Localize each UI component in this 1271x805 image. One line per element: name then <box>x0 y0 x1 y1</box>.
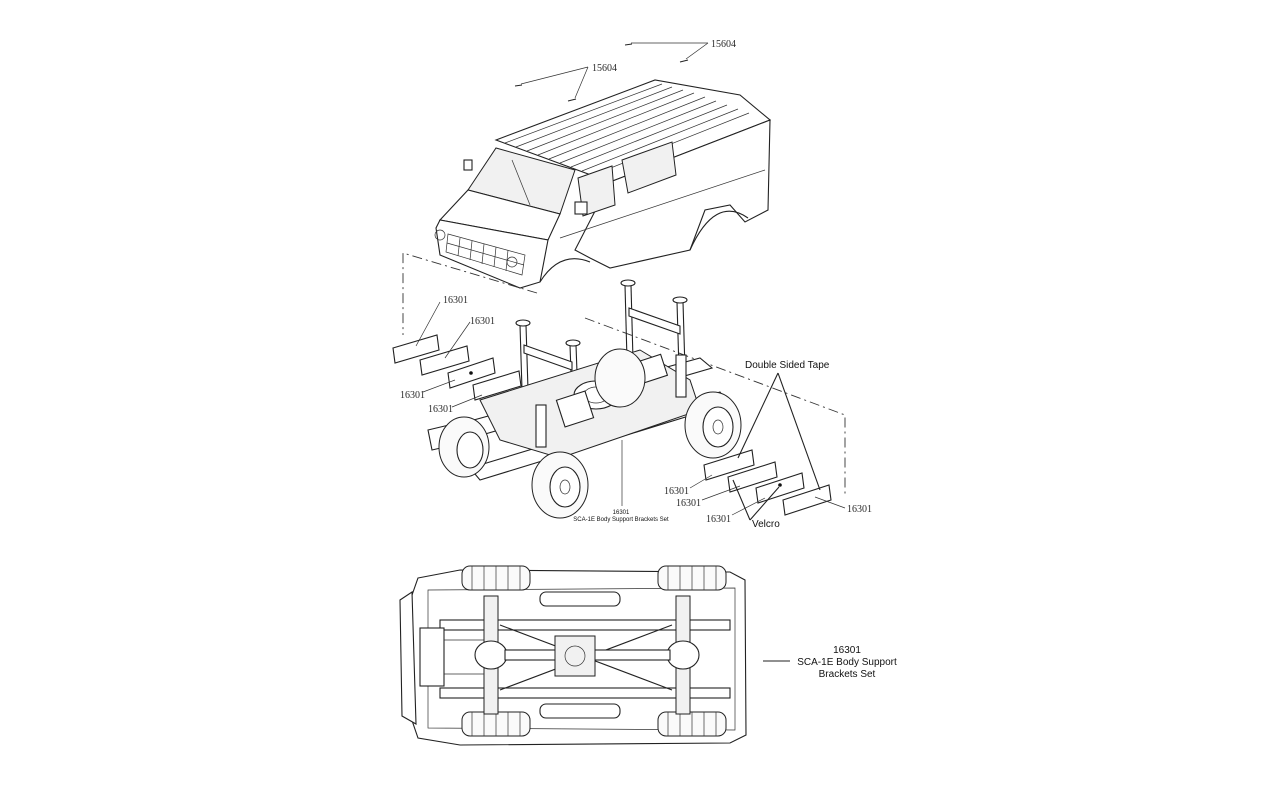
right-adhesive-pads <box>689 372 846 521</box>
left-adhesive-pads <box>392 301 522 408</box>
left-pad-label-1: 16301 <box>443 295 468 306</box>
bracket-set-code-small: 16301 <box>613 510 630 516</box>
right-pad-label-2: 16301 <box>676 498 701 509</box>
left-pad-label-4: 16301 <box>428 404 453 415</box>
chassis <box>427 279 742 519</box>
assembly-guide-lines <box>402 252 846 495</box>
bracket-set-name-small: SCA-1E Body Support Brackets Set <box>573 517 669 523</box>
velcro-label: Velcro <box>752 519 780 530</box>
van-body <box>434 79 772 289</box>
double-sided-tape-label: Double Sided Tape <box>745 360 830 371</box>
right-pad-label-4: 16301 <box>847 504 872 515</box>
left-pad-label-2: 16301 <box>470 316 495 327</box>
rain-gutter-label-a: 15604 <box>711 39 736 50</box>
left-pad-label-3: 16301 <box>400 390 425 401</box>
bottom-label-line2: Brackets Set <box>819 669 876 680</box>
rain-gutter-parts <box>514 42 709 102</box>
right-pad-label-1: 16301 <box>664 486 689 497</box>
right-pad-label-3: 16301 <box>706 514 731 525</box>
rain-gutter-label-b: 15604 <box>592 63 617 74</box>
bottom-label-code: 16301 <box>833 645 861 656</box>
chassis-underside-view <box>399 565 790 746</box>
body-support-brackets <box>515 279 688 401</box>
callout-labels: 15604 15604 16301 16301 16301 16301 Doub… <box>400 39 897 680</box>
wheels <box>438 348 742 519</box>
bottom-label-line1: SCA-1E Body Support <box>797 657 897 668</box>
